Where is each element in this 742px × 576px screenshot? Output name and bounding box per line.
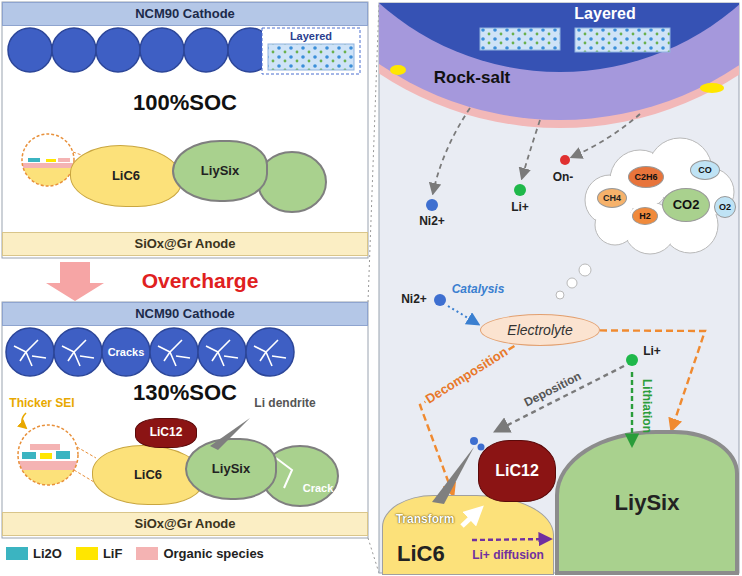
particle-node: LiC12 (135, 418, 197, 448)
legend-swatch (76, 547, 98, 560)
node-text: LiC12 (150, 426, 183, 440)
particle-node: LiySix (555, 430, 739, 575)
particle-node: Electrolyte (480, 314, 600, 346)
node-text: LiySix (212, 462, 250, 477)
node-text: C2H6 (634, 172, 657, 182)
node-text: LiySix (615, 490, 680, 515)
node-text: SiOx@Gr Anode (134, 517, 235, 532)
text-label: Transform (396, 513, 455, 527)
text-label: Overcharge (142, 269, 259, 293)
anode-band: SiOx@Gr Anode (2, 232, 368, 256)
text-label: Thicker SEI (9, 397, 74, 411)
particle-node: C2H6 (628, 166, 664, 188)
node-text: LiC6 (112, 169, 140, 184)
node-text: LiC6 (134, 468, 162, 483)
legend-item: LiF (76, 546, 123, 561)
legend-swatch (136, 547, 158, 560)
particle-node: O2 (714, 196, 736, 218)
legend-text: LiF (103, 546, 123, 561)
node-text: CO2 (673, 198, 700, 213)
cathode-band: NCM90 Cathode (2, 302, 368, 326)
node-text: SiOx@Gr Anode (134, 237, 235, 252)
text-label: Layered (290, 30, 332, 43)
node-text: NCM90 Cathode (135, 307, 235, 322)
node-text: Electrolyte (507, 322, 572, 338)
text-label: Catalysis (452, 283, 505, 297)
legend-text: Organic species (163, 546, 263, 561)
text-label: 130%SOC (133, 380, 237, 405)
node-text: CO (698, 165, 712, 175)
text-label: On- (553, 171, 574, 185)
legend-swatch (6, 547, 28, 560)
legend-item: Li2O (6, 546, 62, 561)
anode-band: SiOx@Gr Anode (2, 512, 368, 536)
particle-node: CO (690, 160, 720, 180)
node-text: O2 (719, 202, 731, 212)
text-label: Li+ diffusion (472, 549, 544, 563)
particle-node: LiySix (172, 140, 268, 202)
text-label: Crack (303, 482, 334, 495)
particle-node: LiySix (185, 438, 277, 500)
text-label: Li+ (643, 345, 661, 359)
text-label: Ni2+ (401, 293, 427, 307)
text-label: Li+ (511, 201, 529, 215)
text-label: Lithiation (639, 379, 653, 433)
node-text: LiC12 (495, 462, 539, 480)
text-label: Rock-salt (434, 68, 511, 88)
text-label: Cracks (108, 346, 145, 359)
text-label: Layered (574, 5, 635, 23)
node-text: NCM90 Cathode (135, 7, 235, 22)
particle-node: CH4 (597, 188, 627, 208)
particle-node: LiC6 (382, 495, 554, 575)
particle-node: LiC12 (478, 440, 556, 502)
node-text: LiySix (201, 164, 239, 179)
cathode-band: NCM90 Cathode (2, 2, 368, 26)
text-label: Li dendrite (254, 397, 315, 411)
particle-node: CO2 (662, 188, 710, 222)
particle-node: H2 (632, 207, 658, 225)
legend-text: Li2O (33, 546, 62, 561)
node-text: LiC6 (397, 541, 445, 566)
node-text: H2 (639, 211, 651, 221)
node-text: CH4 (603, 193, 621, 203)
legend-item: Organic species (136, 546, 263, 561)
text-label: 100%SOC (133, 90, 237, 115)
text-label: Ni2+ (419, 215, 445, 229)
